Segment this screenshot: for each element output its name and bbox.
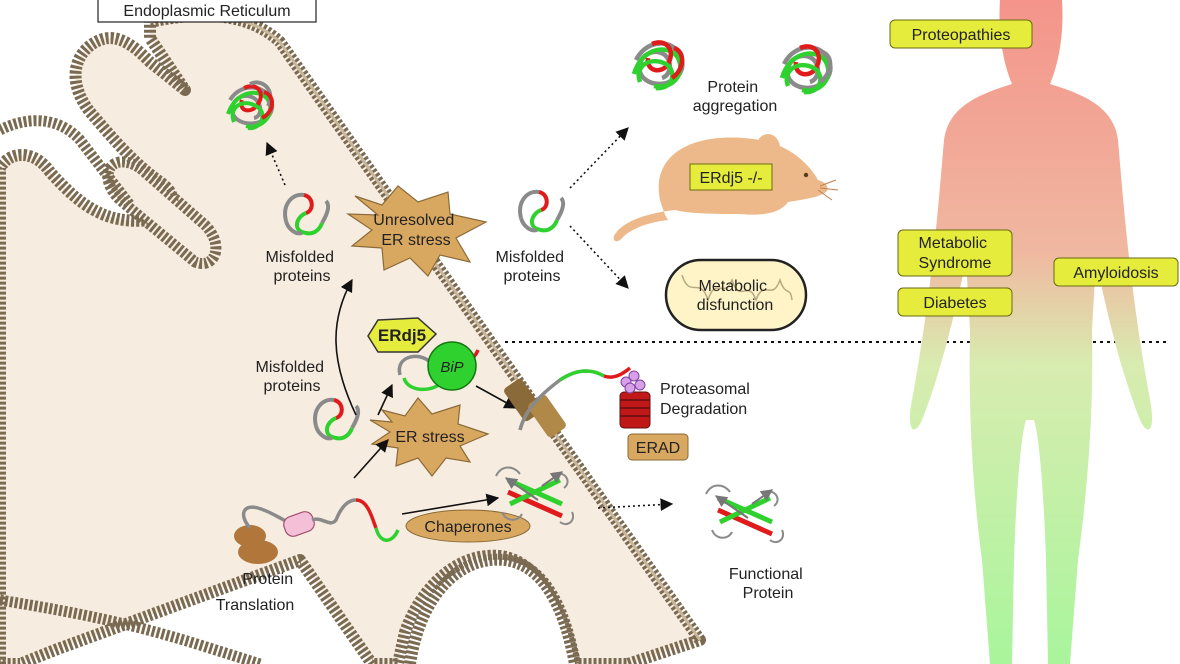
arrow-to-metabolic xyxy=(569,225,629,289)
aggregate-left xyxy=(631,40,685,91)
label-unresolved-er-stress: Unresolved ER stress xyxy=(373,212,458,249)
label-metabolic-disfunction: Metabolic disfunction xyxy=(697,278,774,314)
er-cisterna-lower-left xyxy=(0,594,262,664)
label-misfolded-3: Misfolded proteins xyxy=(256,359,329,395)
endoplasmic-reticulum xyxy=(0,9,706,664)
bip-label: BiP xyxy=(440,359,463,376)
arrow-to-functional xyxy=(597,498,674,512)
chaperones-badge: Chaperones xyxy=(405,509,531,543)
misfolded-protein-3 xyxy=(313,397,361,441)
badge-proteopathies: Proteopathies xyxy=(889,19,1033,49)
arrow-to-chaperones xyxy=(401,493,500,515)
arrow-to-erdj5 xyxy=(377,383,393,416)
label-protein-translation: Protein Translation xyxy=(216,571,298,614)
proteasome xyxy=(619,370,651,429)
mouse-knockout: ERdj5 -/- xyxy=(613,134,839,242)
mouse-badge: ERdj5 -/- xyxy=(699,170,762,187)
badge-diabetes: Diabetes xyxy=(897,287,1013,317)
label-proteasomal-degradation: Proteasomal Degradation xyxy=(660,381,754,418)
folded-protein-in-er xyxy=(495,466,574,526)
svg-text:Metabolic Syndrome: Metabolic Syndrome xyxy=(919,235,992,272)
bip-protein xyxy=(427,341,477,391)
misfolded-protein-2 xyxy=(518,189,566,233)
mitochondrion: Metabolic disfunction xyxy=(664,258,808,332)
aggregate-in-er xyxy=(226,80,275,131)
svg-text:Diabetes: Diabetes xyxy=(923,295,986,312)
arrow-to-unresolved xyxy=(335,278,357,416)
erdj5-bip-complex: BiP ERdj5 xyxy=(367,317,480,392)
svg-text:Amyloidosis: Amyloidosis xyxy=(1073,265,1158,282)
erad-translocon xyxy=(504,366,632,438)
title-box: Endoplasmic Reticulum xyxy=(97,0,317,23)
unresolved-er-stress-star: Unresolved ER stress xyxy=(345,185,488,277)
er-cisterna-upper xyxy=(102,156,222,269)
er-body xyxy=(0,9,706,664)
svg-text:Chaperones: Chaperones xyxy=(424,519,511,536)
er-stress-star: ER stress xyxy=(369,397,490,477)
arrow-to-erad xyxy=(475,385,518,409)
badge-metabolic-syndrome: Metabolic Syndrome xyxy=(897,229,1013,277)
arrow-to-aggregation xyxy=(569,127,629,189)
nascent-protein xyxy=(311,498,400,542)
label-misfolded-1: Misfolded proteins xyxy=(266,249,339,285)
svg-text:ERAD: ERAD xyxy=(636,440,680,457)
label-er-stress: ER stress xyxy=(395,429,464,446)
label-functional-protein: Functional Protein xyxy=(729,566,807,602)
erdj5-protein xyxy=(367,317,438,353)
arrow-to-er-stress xyxy=(353,439,389,479)
functional-protein xyxy=(705,484,784,544)
label-misfolded-2: Misfolded proteins xyxy=(496,249,569,285)
badge-amyloidosis: Amyloidosis xyxy=(1053,257,1179,287)
human-silhouette xyxy=(909,0,1153,664)
ribosome xyxy=(234,505,293,564)
erdj5-label: ERdj5 xyxy=(378,326,426,345)
er-cisterna-bottom xyxy=(404,553,581,664)
erad-badge: ERAD xyxy=(627,433,689,461)
misfolded-protein-1 xyxy=(283,192,331,236)
er-cisterna-left xyxy=(0,115,135,209)
label-protein-aggregation: Protein aggregation xyxy=(693,79,778,115)
title-box-text: Endoplasmic Reticulum xyxy=(123,3,290,20)
aggregate-right xyxy=(779,44,833,95)
svg-text:Proteopathies: Proteopathies xyxy=(912,27,1011,44)
